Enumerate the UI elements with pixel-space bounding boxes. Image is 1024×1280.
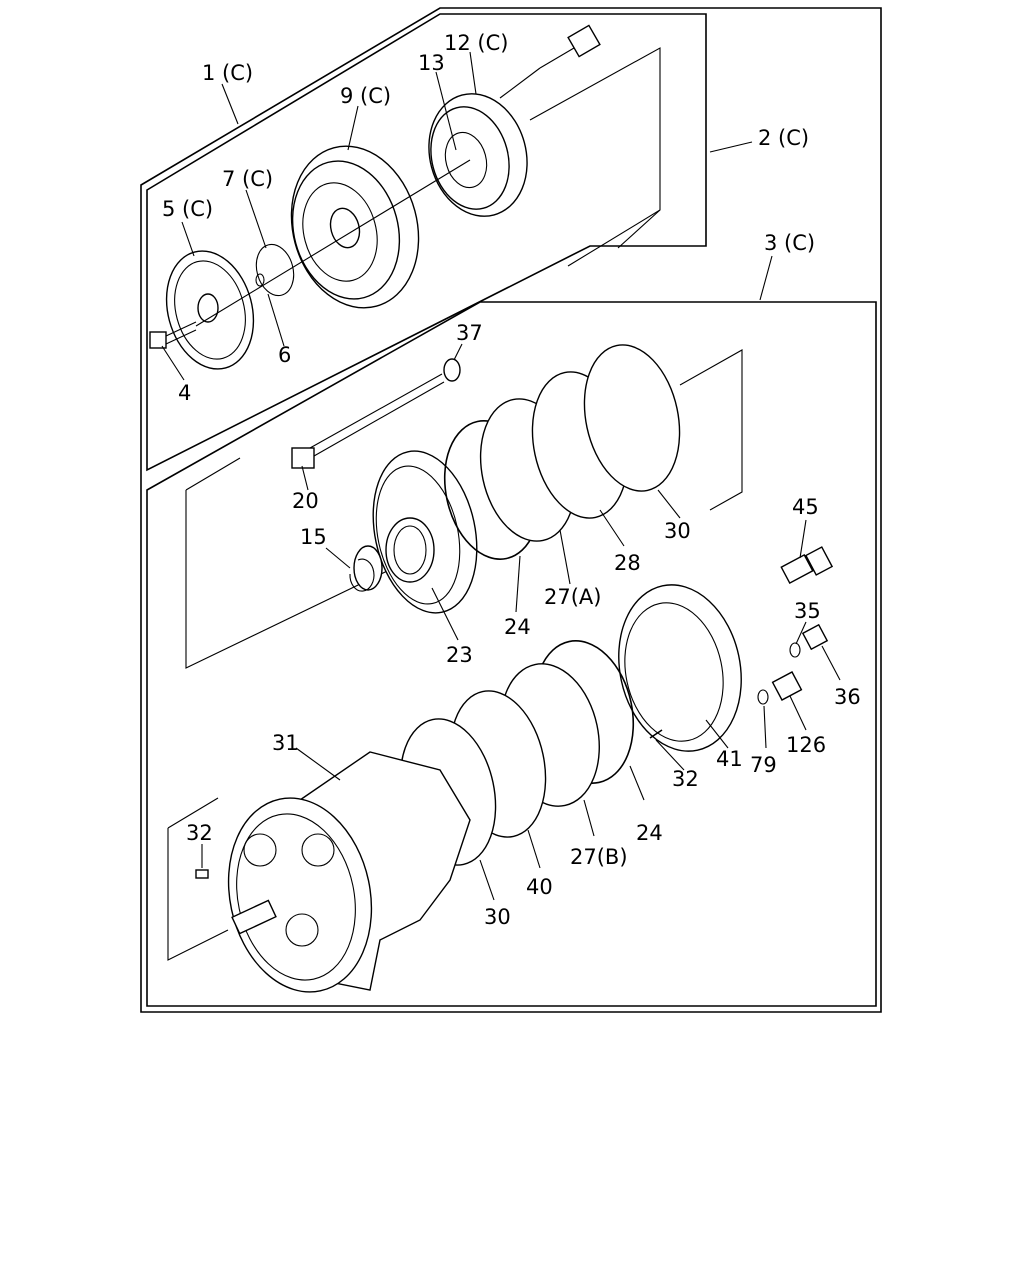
housing-bracket-side	[167, 828, 229, 961]
label-45: 45	[792, 495, 819, 519]
clutch-bolt	[149, 321, 197, 349]
reed-valve-front	[583, 344, 681, 492]
label-79: 79	[750, 753, 777, 777]
outer-frame	[140, 7, 882, 1013]
label-6: 6	[278, 343, 291, 367]
pulley	[290, 145, 420, 309]
label-30-lower: 30	[484, 905, 511, 929]
o-ring-35	[789, 642, 801, 658]
field-coil	[428, 24, 601, 217]
o-ring-79	[757, 689, 769, 705]
label-5c: 5 (C)	[162, 197, 213, 221]
drive-plate	[165, 250, 255, 370]
label-4: 4	[178, 381, 191, 405]
housing-bracket	[167, 797, 219, 829]
plates-bracket	[679, 349, 743, 511]
label-27a: 27(A)	[544, 585, 601, 609]
washer	[443, 358, 461, 382]
label-32-front: 32	[186, 821, 213, 845]
label-15: 15	[300, 525, 327, 549]
compressor-group-box	[146, 301, 877, 1007]
label-32-rear: 32	[672, 767, 699, 791]
label-9c: 9 (C)	[340, 84, 391, 108]
shim	[255, 273, 265, 287]
front-head	[372, 450, 478, 614]
front-head-bracket-side	[185, 490, 411, 669]
group2-bracket-lower	[617, 209, 661, 249]
snap-ring	[255, 243, 295, 297]
group2-bracket	[529, 47, 661, 267]
fitting-126	[771, 671, 803, 701]
label-27b: 27(B)	[570, 845, 628, 869]
front-head-bracket	[185, 457, 241, 491]
label-41: 41	[716, 747, 743, 771]
label-37: 37	[456, 321, 483, 345]
label-28: 28	[614, 551, 641, 575]
label-23: 23	[446, 643, 473, 667]
label-12c: 12 (C)	[444, 31, 508, 55]
clutch-group-box	[146, 13, 707, 472]
clutch-axis	[195, 159, 471, 327]
label-1c: 1 (C)	[202, 61, 253, 85]
pin-front	[195, 869, 209, 879]
relief-valve	[780, 546, 834, 584]
label-31: 31	[272, 731, 299, 755]
shaft-seal	[349, 545, 383, 592]
label-30-upper: 30	[664, 519, 691, 543]
label-24-lower: 24	[636, 821, 663, 845]
plug-36	[801, 623, 829, 651]
cylinder-housing	[227, 751, 471, 993]
label-20: 20	[292, 489, 319, 513]
label-35: 35	[794, 599, 821, 623]
pin-rear	[649, 729, 663, 739]
label-13: 13	[418, 51, 445, 75]
label-7c: 7 (C)	[222, 167, 273, 191]
label-40: 40	[526, 875, 553, 899]
leader-lines	[161, 51, 841, 901]
label-24-upper: 24	[504, 615, 531, 639]
label-3c: 3 (C)	[764, 231, 815, 255]
label-36: 36	[834, 685, 861, 709]
label-126: 126	[786, 733, 826, 757]
label-2c: 2 (C)	[758, 126, 809, 150]
rear-head	[618, 584, 742, 752]
